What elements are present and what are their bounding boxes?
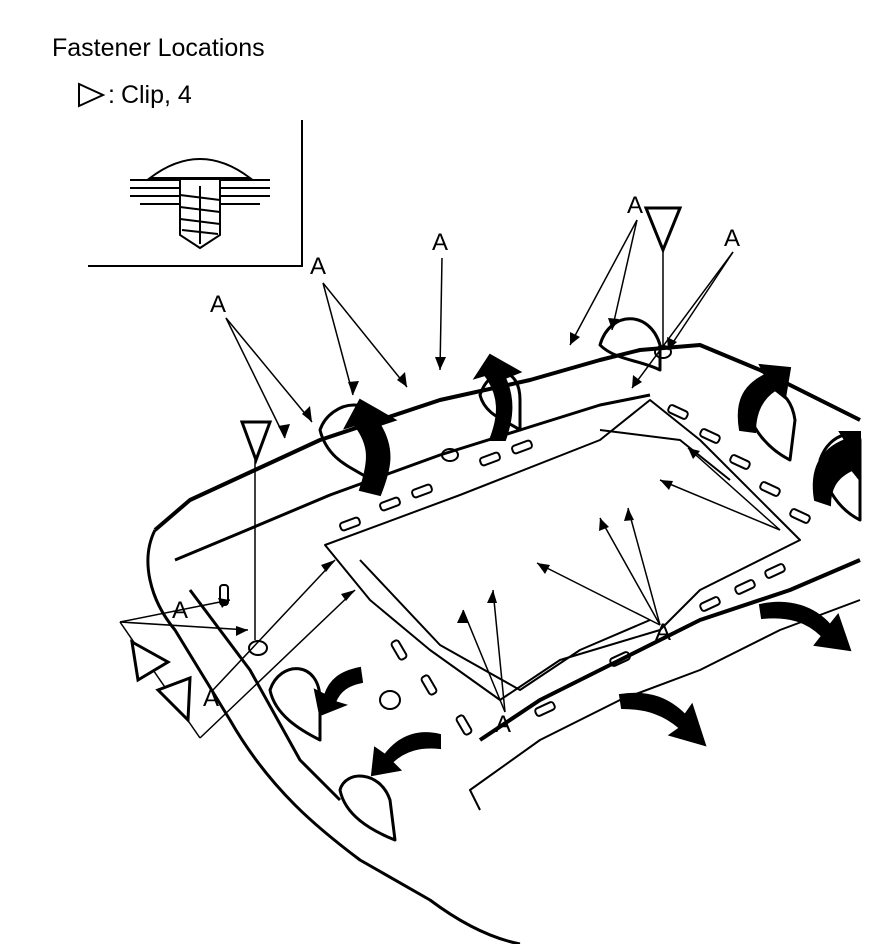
legend-text: Clip, 4: [120, 81, 192, 109]
clip-triangle-icon: [239, 420, 273, 465]
curved-arrow-2: [472, 353, 523, 441]
curved-arrow-7: [618, 692, 707, 747]
clip-triangle-icon: [130, 639, 171, 683]
curved-arrow-5: [313, 666, 364, 717]
callout-labels: A A A A A A A A A: [172, 192, 740, 738]
clip-triangle-icon: [78, 82, 106, 108]
removal-direction-arrows: [313, 353, 861, 777]
legend: : Clip, 4: [76, 80, 192, 110]
clip-markers: [130, 206, 683, 724]
callout-label: A: [432, 229, 448, 256]
curved-arrow-6: [370, 732, 441, 777]
callout-label: A: [210, 291, 226, 318]
clip-triangle-icon: [155, 675, 192, 724]
callout-label: A: [724, 225, 740, 252]
curved-arrow-1: [342, 398, 398, 497]
callout-label: A: [172, 597, 188, 624]
curved-arrow-3: [737, 363, 792, 434]
clip-detail-inset: [88, 120, 303, 267]
curved-arrow-8: [758, 601, 852, 652]
callout-label: A: [203, 685, 219, 712]
callout-leaders: [119, 219, 781, 739]
callout-label: A: [627, 192, 643, 219]
callout-label: A: [310, 253, 326, 280]
clip-triangle-icon: [643, 206, 683, 254]
callout-label: A: [495, 711, 511, 738]
callout-label: A: [655, 619, 671, 646]
curved-arrow-4: [812, 431, 861, 507]
legend-separator: :: [108, 81, 115, 109]
diagram-title: Fastener Locations: [52, 34, 265, 62]
cushion-frame: [146, 317, 862, 944]
callout-arrowheads: [218, 318, 700, 636]
